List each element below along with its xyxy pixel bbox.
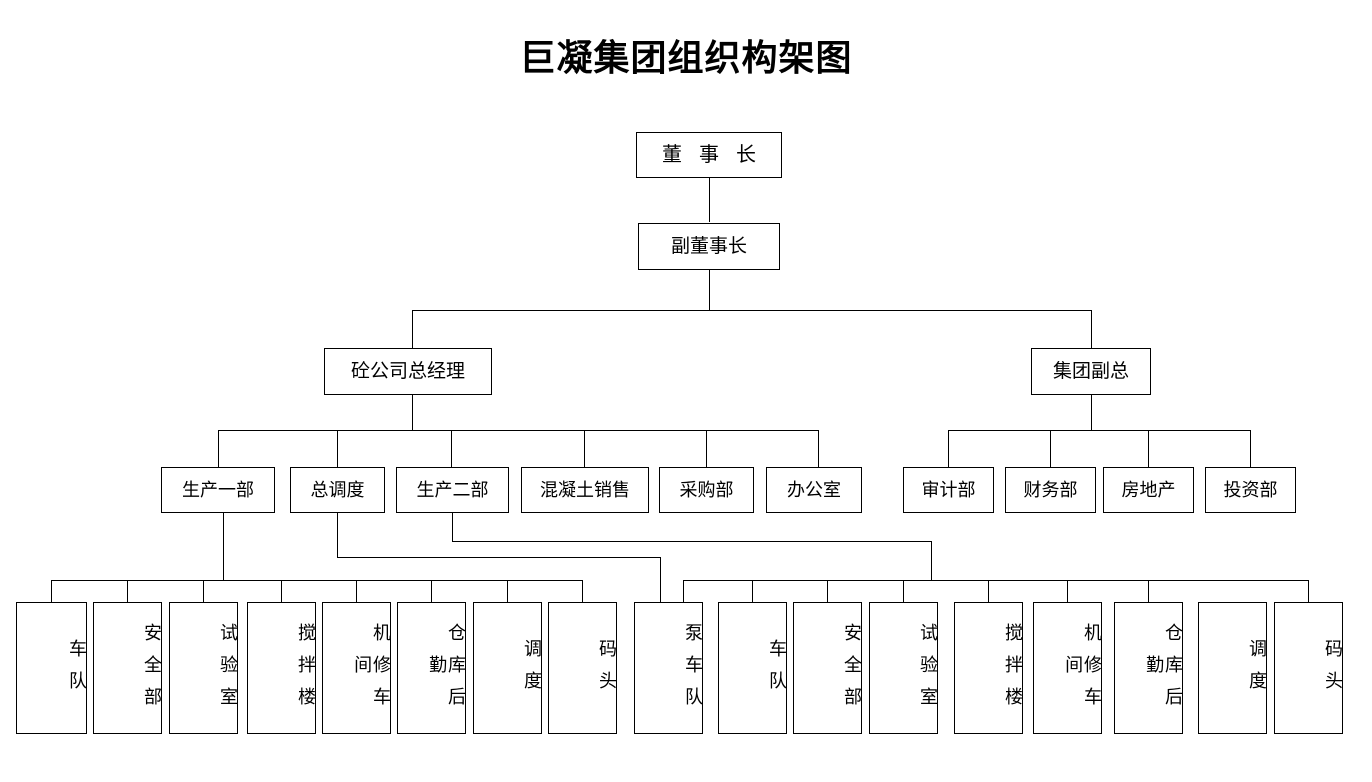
connector-to-investment-dept — [1250, 430, 1251, 467]
node-pump-fleet[interactable]: 泵车队 — [634, 602, 703, 734]
connector-concrete-gm-drop — [412, 395, 413, 430]
connector-to-purchasing-dept — [706, 430, 707, 467]
node-g1-wharf[interactable]: 码头 — [548, 602, 617, 734]
node-g2-mixing[interactable]: 搅拌楼 — [954, 602, 1023, 734]
connector-prod1-drop — [223, 513, 224, 580]
node-vice-chairman[interactable]: 副董事长 — [638, 223, 780, 270]
node-purchasing-dept[interactable]: 采购部 — [659, 467, 754, 513]
node-g2-fleet[interactable]: 车队 — [718, 602, 787, 734]
node-concrete-gm[interactable]: 砼公司总经理 — [324, 348, 492, 395]
connector-to-g1-lab — [203, 580, 204, 602]
node-g2-wharf[interactable]: 码头 — [1274, 602, 1343, 734]
node-g1-dispatch[interactable]: 调度 — [473, 602, 542, 734]
node-group-vp[interactable]: 集团副总 — [1031, 348, 1151, 395]
node-prod-dept-1[interactable]: 生产一部 — [161, 467, 275, 513]
node-g2-dispatch[interactable]: 调度 — [1198, 602, 1267, 734]
connector-to-g1-dispatch — [507, 580, 508, 602]
node-audit-dept[interactable]: 审计部 — [903, 467, 994, 513]
connector-prod2-run — [452, 541, 931, 542]
connector-to-g1-wharf — [582, 580, 583, 602]
connector-to-real-estate — [1148, 430, 1149, 467]
connector-level4-left-bus — [218, 430, 818, 431]
node-chairman[interactable]: 董 事 长 — [636, 132, 782, 178]
connector-dispatch-drop-a — [337, 513, 338, 557]
connector-to-g1-fleet — [51, 580, 52, 602]
node-g1-safety[interactable]: 安全部 — [93, 602, 162, 734]
node-real-estate[interactable]: 房地产 — [1103, 467, 1194, 513]
connector-dispatch-run — [337, 557, 660, 558]
connector-to-g2-repair — [988, 580, 989, 602]
node-general-dispatch[interactable]: 总调度 — [290, 467, 385, 513]
connector-to-concrete-gm — [412, 310, 413, 348]
connector-to-g1-warehouse — [431, 580, 432, 602]
node-g2-safety[interactable]: 安全部 — [793, 602, 862, 734]
connector-to-group-vp — [1091, 310, 1092, 348]
connector-to-g2-fleet — [683, 580, 684, 602]
node-finance-dept[interactable]: 财务部 — [1005, 467, 1096, 513]
connector-to-office — [818, 430, 819, 467]
connector-vicechairman-drop — [709, 270, 710, 310]
connector-to-general-dispatch — [337, 430, 338, 467]
connector-to-g1-mixing — [281, 580, 282, 602]
connector-to-g2-warehouse — [1067, 580, 1068, 602]
connector-to-g2-dispatch — [1148, 580, 1149, 602]
page-title: 巨凝集团组织构架图 — [519, 38, 853, 78]
connector-to-concrete-sales — [584, 430, 585, 467]
connector-to-g1-repair — [356, 580, 357, 602]
connector-leafbus-a — [51, 580, 582, 581]
node-office[interactable]: 办公室 — [766, 467, 862, 513]
connector-prod2-drop-b — [931, 541, 932, 580]
node-g1-lab[interactable]: 试验室 — [169, 602, 238, 734]
connector-level3-bus — [412, 310, 1091, 311]
connector-to-prod-dept-2 — [451, 430, 452, 467]
node-g1-mixing[interactable]: 搅拌楼 — [247, 602, 316, 734]
node-g2-repair[interactable]: 机修车间 — [1033, 602, 1102, 734]
node-concrete-sales[interactable]: 混凝土销售 — [521, 467, 649, 513]
connector-to-prod-dept-1 — [218, 430, 219, 467]
connector-to-g1-safety — [127, 580, 128, 602]
connector-leafbus-b — [683, 580, 1308, 581]
connector-level4-right-bus — [948, 430, 1250, 431]
node-prod-dept-2[interactable]: 生产二部 — [396, 467, 509, 513]
connector-to-audit-dept — [948, 430, 949, 467]
connector-to-finance-dept — [1050, 430, 1051, 467]
connector-to-g2-mixing — [903, 580, 904, 602]
connector-dispatch-drop-b — [660, 557, 661, 602]
connector-group-vp-drop — [1091, 395, 1092, 430]
node-g2-warehouse[interactable]: 仓库后勤 — [1114, 602, 1183, 734]
connector-to-g2-safety — [752, 580, 753, 602]
connector-to-g2-lab — [827, 580, 828, 602]
connector-prod2-drop-a — [452, 513, 453, 541]
connector-chairman-vicechairman — [709, 178, 710, 222]
node-g1-warehouse[interactable]: 仓库后勤 — [397, 602, 466, 734]
node-g1-fleet[interactable]: 车队 — [16, 602, 87, 734]
connector-to-g2-wharf — [1308, 580, 1309, 602]
node-g2-lab[interactable]: 试验室 — [869, 602, 938, 734]
node-investment-dept[interactable]: 投资部 — [1205, 467, 1296, 513]
node-g1-repair[interactable]: 机修车间 — [322, 602, 391, 734]
